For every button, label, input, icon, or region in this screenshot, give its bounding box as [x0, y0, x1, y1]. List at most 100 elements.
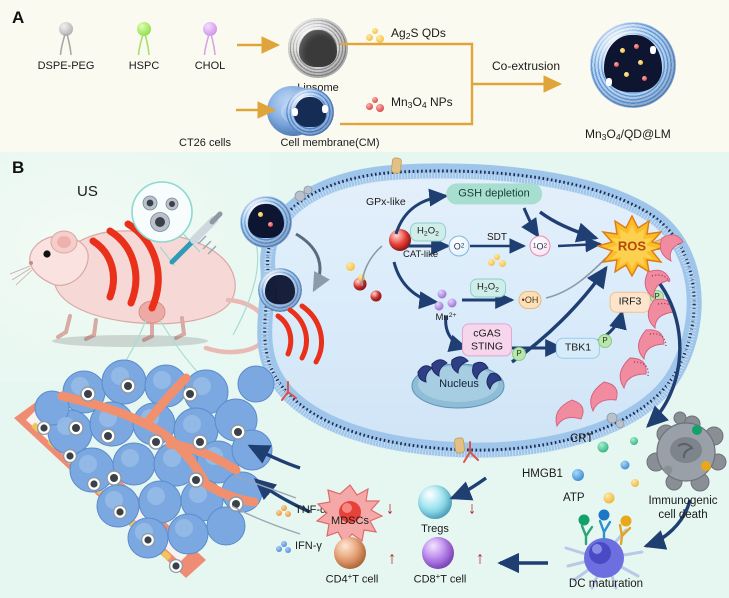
label-ifn-gamma: IFN-γ	[295, 540, 322, 552]
label-immunogenic-cell-death: Immunogenic cell death	[648, 494, 717, 523]
qd-dot	[376, 35, 384, 43]
mn3o4-particle	[370, 290, 382, 302]
np-core	[248, 203, 284, 239]
label-hspc: HSPC	[128, 60, 160, 72]
label-mn-ion: Mn2+	[435, 312, 457, 324]
qd-dot	[372, 28, 378, 34]
final-nanoparticle	[590, 22, 676, 108]
label-cell-membrane: Cell membrane(CM)	[280, 137, 380, 149]
lipid-tail-icon	[203, 34, 216, 56]
qd-particle	[346, 262, 355, 271]
label-ag2s-qds: Ag2S QDs	[391, 26, 446, 42]
label-ros: ROS	[617, 238, 647, 254]
np-dot	[376, 104, 384, 112]
icd-line-2: cell death	[658, 509, 708, 522]
cd8-t-cell	[422, 537, 454, 569]
label-tregs: Tregs	[421, 523, 449, 535]
label-h2o2-cat: H2O2	[410, 222, 446, 242]
qd-dot	[638, 60, 643, 65]
qd-dot	[499, 260, 506, 267]
qd-dot	[494, 254, 500, 260]
ifn-dot	[276, 546, 282, 552]
liposome-core	[298, 30, 338, 68]
nanoparticle-extracellular	[240, 196, 292, 248]
label-final-product: Mn3O4/QD@LM	[585, 127, 671, 143]
label-irf3: IRF3	[609, 291, 651, 313]
label-dspe-peg: DSPE-PEG	[37, 60, 95, 72]
label-ultrasound: US	[77, 183, 98, 200]
label-mn3o4-nps: Mn3O4 NPs	[391, 95, 453, 111]
label-cat-like: CAT-like	[403, 249, 439, 260]
panel-a-letter: A	[12, 8, 25, 27]
lipid-tail-icon	[137, 34, 150, 56]
qd-dot	[624, 72, 629, 77]
phospho-tag-tbk1: P	[598, 334, 612, 348]
atp-dot	[631, 479, 639, 487]
tnf-dot	[281, 505, 287, 511]
atp-dot	[603, 492, 615, 504]
crt-dot	[630, 437, 638, 445]
tnf-dot	[276, 510, 282, 516]
membrane-protein-icon	[292, 108, 298, 116]
hmgb1-dot	[620, 460, 630, 470]
phospho-tag-sting: P	[512, 347, 526, 361]
icd-line-1: Immunogenic	[648, 495, 718, 507]
label-hmgb1: HMGB1	[522, 468, 563, 480]
lipid-hspc	[131, 22, 157, 56]
cd4-t-cell	[334, 537, 366, 569]
mn-ion	[434, 301, 444, 311]
liposome-particle	[288, 18, 348, 78]
mn3o4-particle-large	[389, 229, 411, 251]
cm-core	[294, 96, 326, 128]
label-h2o2-fenton: H2O2	[470, 278, 506, 298]
qd-dot	[620, 48, 625, 53]
qd-particle	[358, 274, 365, 281]
nanoparticle-endosome	[258, 268, 302, 312]
lipid-head-icon	[59, 22, 73, 36]
np-dot	[366, 103, 373, 110]
lipid-tail-icon	[59, 34, 72, 56]
ifn-dot	[285, 547, 291, 553]
membrane-protein-icon	[650, 46, 656, 54]
label-cd8: CD8+T cell	[413, 572, 467, 586]
ros-burst: ROS	[595, 214, 669, 278]
qd-dot	[258, 212, 263, 217]
label-sdt: SDT	[487, 232, 507, 243]
np-core	[265, 274, 295, 304]
label-atp: ATP	[563, 492, 585, 504]
label-tbk1: TBK1	[555, 337, 601, 359]
label-crt: CRT	[570, 433, 594, 445]
np-dot	[614, 62, 619, 67]
np-dot	[642, 76, 647, 81]
label-gpx-like: GPx-like	[366, 196, 406, 208]
lipid-head-icon	[137, 22, 151, 36]
panel-b-letter: B	[12, 158, 25, 177]
trend-cd4: ↑	[387, 548, 397, 568]
label-co-extrusion: Co-extrusion	[492, 59, 561, 73]
molecule-hydroxyl-radical: •OH	[518, 291, 542, 309]
trend-tregs: ↓	[467, 498, 477, 518]
qd-dot	[366, 34, 373, 41]
label-cd4: CD4+T cell	[325, 572, 379, 586]
crt-dot	[597, 441, 609, 453]
label-mdscs: MDSCs	[331, 515, 369, 527]
label-dc-maturation: DC maturation	[568, 578, 644, 590]
final-core	[603, 34, 663, 92]
lipid-dspe-peg	[53, 22, 79, 56]
trend-cd8: ↑	[475, 548, 485, 568]
label-tnf-alpha: TNF-α	[295, 504, 327, 516]
label-gsh-depletion: GSH depletion	[446, 183, 542, 205]
cell-membrane-vesicle	[286, 88, 334, 136]
lipid-chol	[197, 22, 223, 56]
ros-star-icon	[595, 214, 669, 278]
lipid-head-icon	[203, 22, 217, 36]
phospho-tag-irf3: P	[650, 290, 664, 304]
hmgb1-dot	[572, 469, 584, 481]
mn-ion	[447, 298, 457, 308]
np-dot	[372, 97, 378, 103]
qd-dot	[488, 259, 495, 266]
